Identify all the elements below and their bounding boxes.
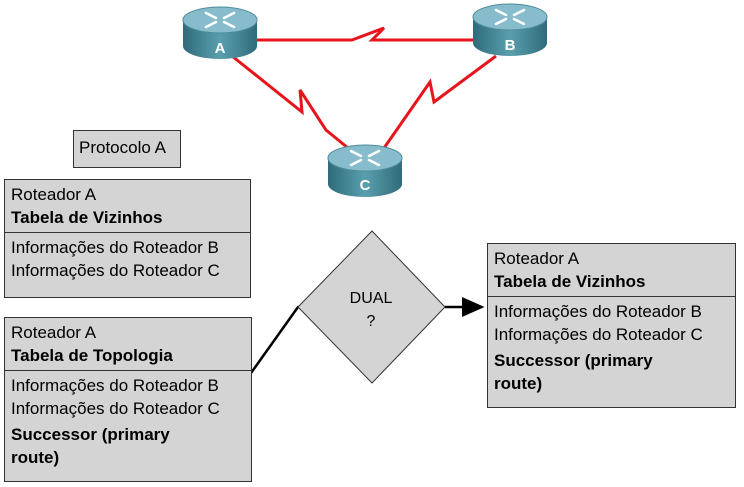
topology-successor-line2: route) [11, 448, 60, 467]
topology-table-body: Informações do Roteador B Informações do… [5, 370, 251, 472]
neighbor-table-right-subtitle: Tabela de Vizinhos [494, 272, 646, 291]
neighbor-table-right-row: Informações do Roteador B [494, 302, 702, 321]
topology-table: Roteador A Tabela de Topologia Informaçõ… [4, 317, 252, 482]
router-c-label: C [360, 177, 371, 194]
dual-question: ? [367, 313, 376, 330]
neighbor-table-right-row: Informações do Roteador C [494, 325, 703, 344]
neighbor-table-right: Roteador A Tabela de Vizinhos Informaçõe… [487, 243, 736, 408]
router-c-icon: C [327, 144, 403, 197]
link-a-b [232, 26, 474, 42]
dual-decision: DUAL ? [297, 230, 446, 384]
topology-table-row: Informações do Roteador C [11, 399, 220, 418]
neighbor-table-left-row: Informações do Roteador C [11, 261, 220, 280]
link-a-c [231, 54, 349, 150]
neighbor-table-left-title: Roteador A [11, 185, 97, 204]
protocol-label-box: Protocolo A [73, 130, 181, 168]
topology-to-dual-line [249, 305, 302, 374]
router-a-icon: A [182, 6, 258, 59]
topology-table-header: Roteador A Tabela de Topologia [5, 318, 251, 370]
neighbor-table-right-body: Informações do Roteador B Informações do… [488, 296, 735, 398]
topology-table-row: Informações do Roteador B [11, 376, 219, 395]
router-a-label: A [215, 40, 226, 57]
neighbor-table-left-row: Informações do Roteador B [11, 238, 219, 257]
dual-label: DUAL [350, 290, 393, 307]
neighbor-table-right-header: Roteador A Tabela de Vizinhos [488, 244, 735, 296]
neighbor-table-right-title: Roteador A [494, 249, 580, 268]
topology-successor-line1: Successor (primary [11, 425, 170, 444]
neighbor-table-left-header: Roteador A Tabela de Vizinhos [5, 180, 250, 232]
protocol-label: Protocolo A [79, 138, 166, 157]
neighbor-right-successor-line1: Successor (primary [494, 351, 653, 370]
link-b-c [382, 54, 497, 149]
neighbor-table-left: Roteador A Tabela de Vizinhos Informaçõe… [4, 179, 251, 298]
topology-table-title: Roteador A [11, 323, 97, 342]
neighbor-table-left-body: Informações do Roteador B Informações do… [5, 232, 250, 285]
router-b-label: B [505, 37, 516, 54]
neighbor-right-successor-line2: route) [494, 374, 543, 393]
topology-table-subtitle: Tabela de Topologia [11, 346, 173, 365]
router-b-icon: B [472, 3, 548, 56]
neighbor-table-left-subtitle: Tabela de Vizinhos [11, 208, 163, 227]
